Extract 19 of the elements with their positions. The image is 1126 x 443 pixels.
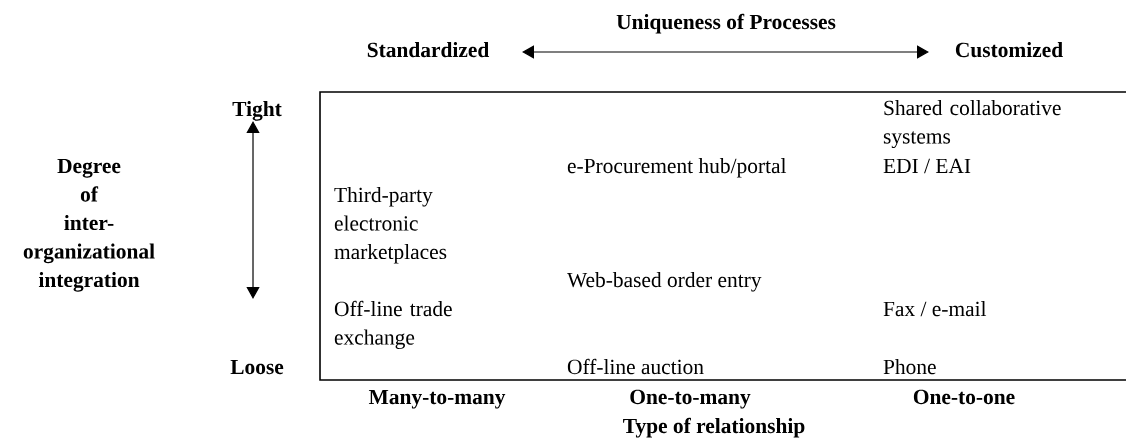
matrix-entry: Third-party electronic marketplaces [334,187,447,264]
matrix-entry: EDI / EAI [883,158,971,174]
axis-end-label: Customized [955,42,1063,58]
matrix-entry: Off-line trade exchange [334,300,452,350]
matrix-entry: Web-based order entry [567,272,762,292]
axis-title: Degree of inter-organizational integration [23,158,155,292]
matrix-entry: e-Procurement hub/portal [567,158,787,178]
axis-title: Uniqueness of Processes [616,13,836,34]
column-label: Many-to-many [368,389,506,409]
matrix-entry: Off-line auction [567,358,704,375]
axis-end-label: Tight [232,101,282,121]
matrix-entry: Fax / e-mail [883,301,987,317]
axis-end-label: Standardized [367,42,490,58]
matrix-entry: Phone [883,359,936,375]
column-label: One-to-one [913,389,1015,405]
matrix-entry: Shared collaborative systems [883,100,1061,149]
column-label: One-to-many [630,389,751,409]
axis-title: Type of relationship [623,417,805,438]
axis-end-label: Loose [230,359,284,375]
